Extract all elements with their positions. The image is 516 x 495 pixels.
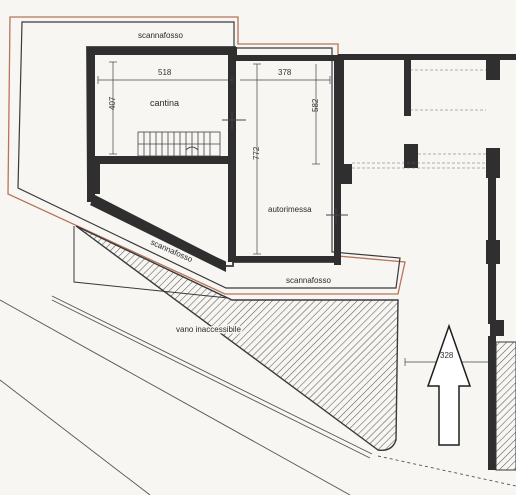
- dim-autorimessa-height: 772: [252, 146, 261, 160]
- scannafosso-bottom-label: scannafosso: [286, 276, 331, 285]
- exterior-lines: [0, 295, 516, 495]
- vano-left-edge: [73, 226, 229, 299]
- dimension-lines: [97, 61, 491, 366]
- stairs: [137, 131, 221, 157]
- cantina-walls: [87, 47, 237, 262]
- scannafosso-top-label: scannafosso: [138, 31, 183, 40]
- adjacent-thin-lines: [352, 69, 486, 169]
- dim-cantina-width: 518: [158, 68, 172, 77]
- vano-inaccessibile-label: vano inaccessibile: [176, 325, 241, 334]
- autorimessa-label: autorimessa: [268, 205, 312, 214]
- cantina-label: cantina: [150, 98, 179, 108]
- autorimessa-walls: [236, 55, 341, 265]
- dim-autorimessa-width: 378: [278, 68, 292, 77]
- door-marks: [185, 112, 348, 224]
- right-hatched-strip: [495, 341, 516, 471]
- property-outline: [7, 16, 406, 295]
- dim-small-height: 582: [311, 98, 320, 112]
- diagonal-wall: [90, 195, 226, 272]
- dim-passage-width: 328: [440, 351, 454, 360]
- adjacent-building: [338, 54, 516, 470]
- north-arrow-icon: [426, 323, 472, 446]
- dim-cantina-height: 407: [108, 96, 117, 110]
- outer-wall: [17, 21, 401, 289]
- vano-inaccessibile-area: [75, 225, 399, 451]
